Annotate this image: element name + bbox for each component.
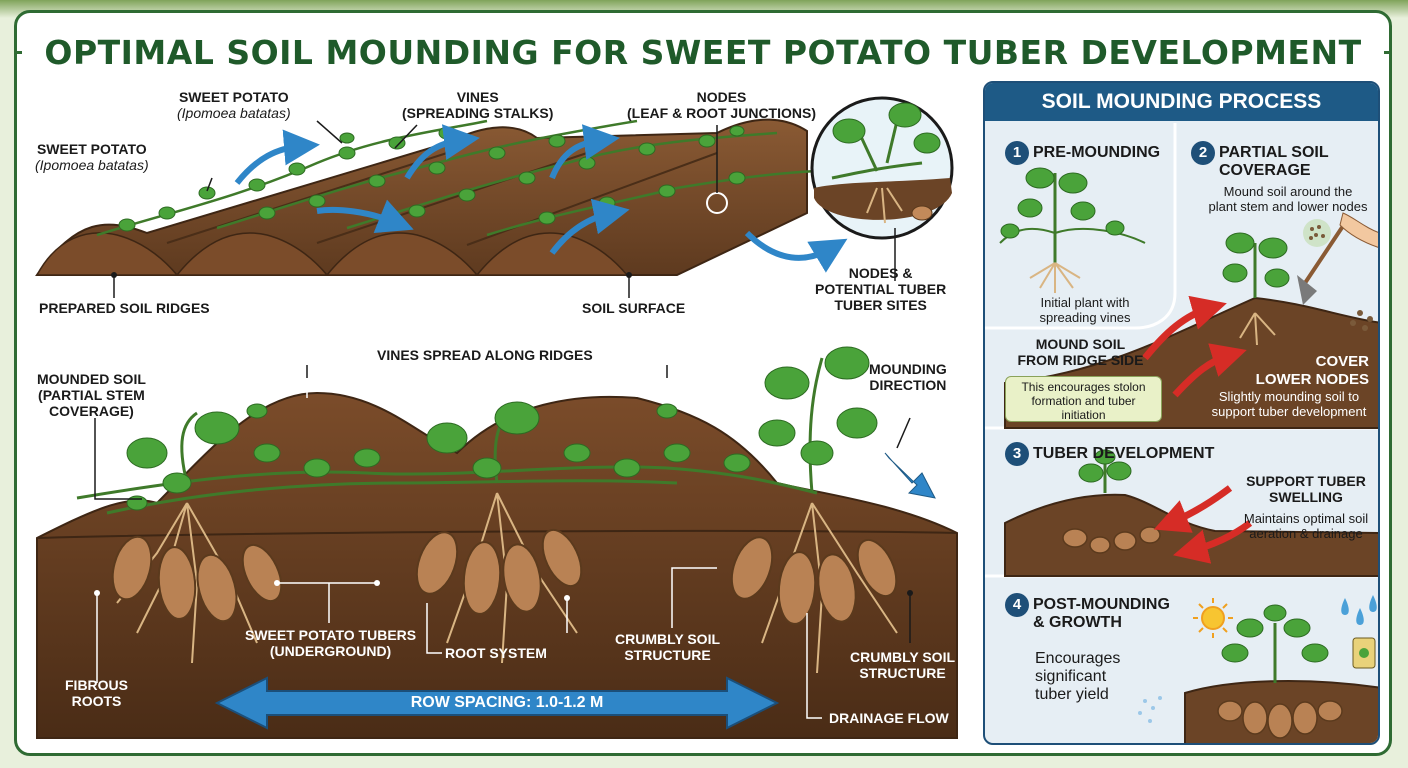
step-1-title: PRE-MOUNDING xyxy=(1033,144,1161,161)
drainage-flow-label: DRAINAGE FLOW xyxy=(829,710,949,726)
partial-coverage-plant xyxy=(1222,232,1290,346)
tuber-sites-zoom xyxy=(810,96,954,240)
title-ornament-left xyxy=(17,46,23,58)
step-1-number: 1 xyxy=(1005,141,1029,165)
step-3-number: 3 xyxy=(1005,442,1029,466)
fertilizer-bag-icon xyxy=(1352,637,1376,669)
pre-mounding-plant xyxy=(999,167,1146,293)
bottom-scene-illustration xyxy=(36,346,958,739)
page-title: OPTIMAL SOIL MOUNDING FOR SWEET POTATO T… xyxy=(44,32,1362,72)
root-system-label: ROOT SYSTEM xyxy=(445,645,547,661)
sweet-potato-label-1: SWEET POTATO(Ipomoea batatas) xyxy=(177,89,291,121)
step-4-title: POST-MOUNDING& GROWTH xyxy=(1033,596,1170,631)
process-panel-header: SOIL MOUNDING PROCESS xyxy=(985,83,1378,121)
row-spacing-arrow xyxy=(214,676,780,730)
infographic-frame: OPTIMAL SOIL MOUNDING FOR SWEET POTATO T… xyxy=(14,10,1392,756)
top-scene-illustration xyxy=(35,96,954,298)
post-mounding-plant xyxy=(1221,604,1329,683)
tubers-label: SWEET POTATO TUBERS(UNDERGROUND) xyxy=(245,627,417,659)
top-blue-arrows xyxy=(234,124,848,273)
prepared-soil-ridges-label: PREPARED SOIL RIDGES xyxy=(39,300,210,316)
title-ornament-right xyxy=(1383,46,1389,58)
vines-label: VINES(SPREADING STALKS) xyxy=(402,89,554,121)
step-2-number: 2 xyxy=(1191,141,1215,165)
soil-mounding-process-panel: SOIL MOUNDING PROCESS xyxy=(983,81,1380,745)
mounding-direction-arrow xyxy=(884,452,936,499)
sweet-potato-label-2: SWEET POTATO(Ipomoea batatas) xyxy=(35,141,149,173)
sun-icon xyxy=(1193,598,1233,638)
step-4-number: 4 xyxy=(1005,593,1029,617)
bottom-leaves xyxy=(126,346,878,511)
nodes-label: NODES(LEAF & ROOT JUNCTIONS) xyxy=(627,89,816,121)
water-drops-icon xyxy=(1341,595,1377,625)
red-arrows-step2 xyxy=(1142,295,1247,398)
title-bar: OPTIMAL SOIL MOUNDING FOR SWEET POTATO T… xyxy=(17,27,1389,77)
tuber-development-plant xyxy=(1078,449,1132,493)
step-3-title: TUBER DEVELOPMENT xyxy=(1033,445,1215,462)
row-spacing-label: ROW SPACING: 1.0-1.2 M xyxy=(410,694,604,711)
soil-surface-label: SOIL SURFACE xyxy=(582,300,686,316)
red-arrows-step3 xyxy=(1153,485,1253,564)
hoe-icon xyxy=(1297,212,1378,305)
vines-spread-label: VINES SPREAD ALONG RIDGES xyxy=(377,347,593,363)
sweet-potato-tubers xyxy=(111,528,898,625)
